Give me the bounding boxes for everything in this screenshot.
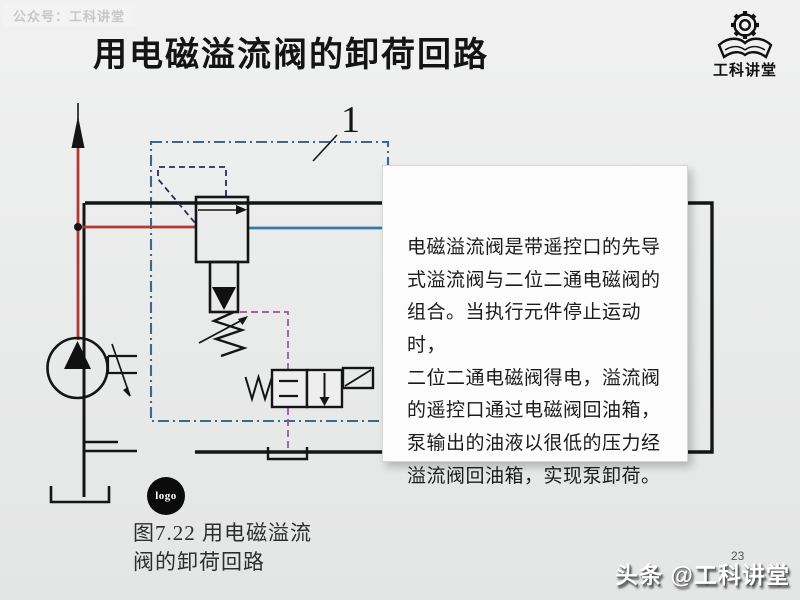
junction-dot <box>74 223 82 231</box>
gear-outer <box>733 13 757 37</box>
pump-triangle <box>64 341 91 369</box>
note-text: 电磁溢流阀是带遥控口的先导 式溢流阀与二位二通电磁阀的 组合。当执行元件停止运动… <box>407 237 661 487</box>
drain-line-upper <box>240 311 289 369</box>
note-box: 电磁溢流阀是带遥控口的先导 式溢流阀与二位二通电磁阀的 组合。当执行元件停止运动… <box>382 165 688 487</box>
watermark-top: 公众号：工科讲堂 <box>3 4 136 27</box>
flow-path-arrow <box>319 397 330 406</box>
figure-caption: 图7.22 用电磁溢流 阀的卸荷回路 <box>133 521 312 574</box>
page-number: 23 <box>731 549 745 563</box>
tank-symbol-pump <box>49 486 111 504</box>
variable-arrow <box>111 343 131 397</box>
gear-book-icon <box>717 11 773 59</box>
spring-adjust-arrow-head <box>238 316 248 325</box>
gear-inner <box>739 18 752 32</box>
open-book <box>717 37 773 59</box>
pressure-line-group <box>71 103 196 340</box>
component-label: 1 <box>341 99 360 141</box>
valve-return-spring <box>244 373 273 403</box>
relief-valve-inner-arrow <box>236 205 247 215</box>
solenoid-valve-closed-position <box>270 368 309 409</box>
hydraulic-pump <box>46 336 137 400</box>
brand-name: 工科讲堂 <box>712 62 777 79</box>
label-leader-line <box>312 134 338 162</box>
brand-logo: 工科讲堂 <box>703 5 787 80</box>
page-title: 用电磁溢流阀的卸荷回路 <box>93 37 489 74</box>
tank-symbol-return <box>266 447 309 461</box>
spring-adjust-arrow <box>198 318 245 344</box>
relief-valve-seat-triangle <box>212 287 236 310</box>
variable-arrow-head <box>123 387 130 397</box>
pilot-relief-valve <box>157 166 250 358</box>
logo-badge: logo <box>147 477 185 515</box>
pump-port-bracket <box>106 354 137 375</box>
component-boundary-box <box>149 140 390 423</box>
relief-valve-spring <box>210 310 248 358</box>
flow-arrow-up <box>71 116 85 148</box>
pilot-control-line <box>157 166 227 225</box>
solenoid-valve-2-2 <box>244 366 375 409</box>
relief-valve-body <box>194 195 250 264</box>
solenoid-actuator-box <box>341 366 375 390</box>
solenoid-diagonal <box>344 369 372 387</box>
relief-valve-lower-body <box>208 260 240 314</box>
watermark-bottom: 头条 @工科讲堂 <box>615 562 790 588</box>
